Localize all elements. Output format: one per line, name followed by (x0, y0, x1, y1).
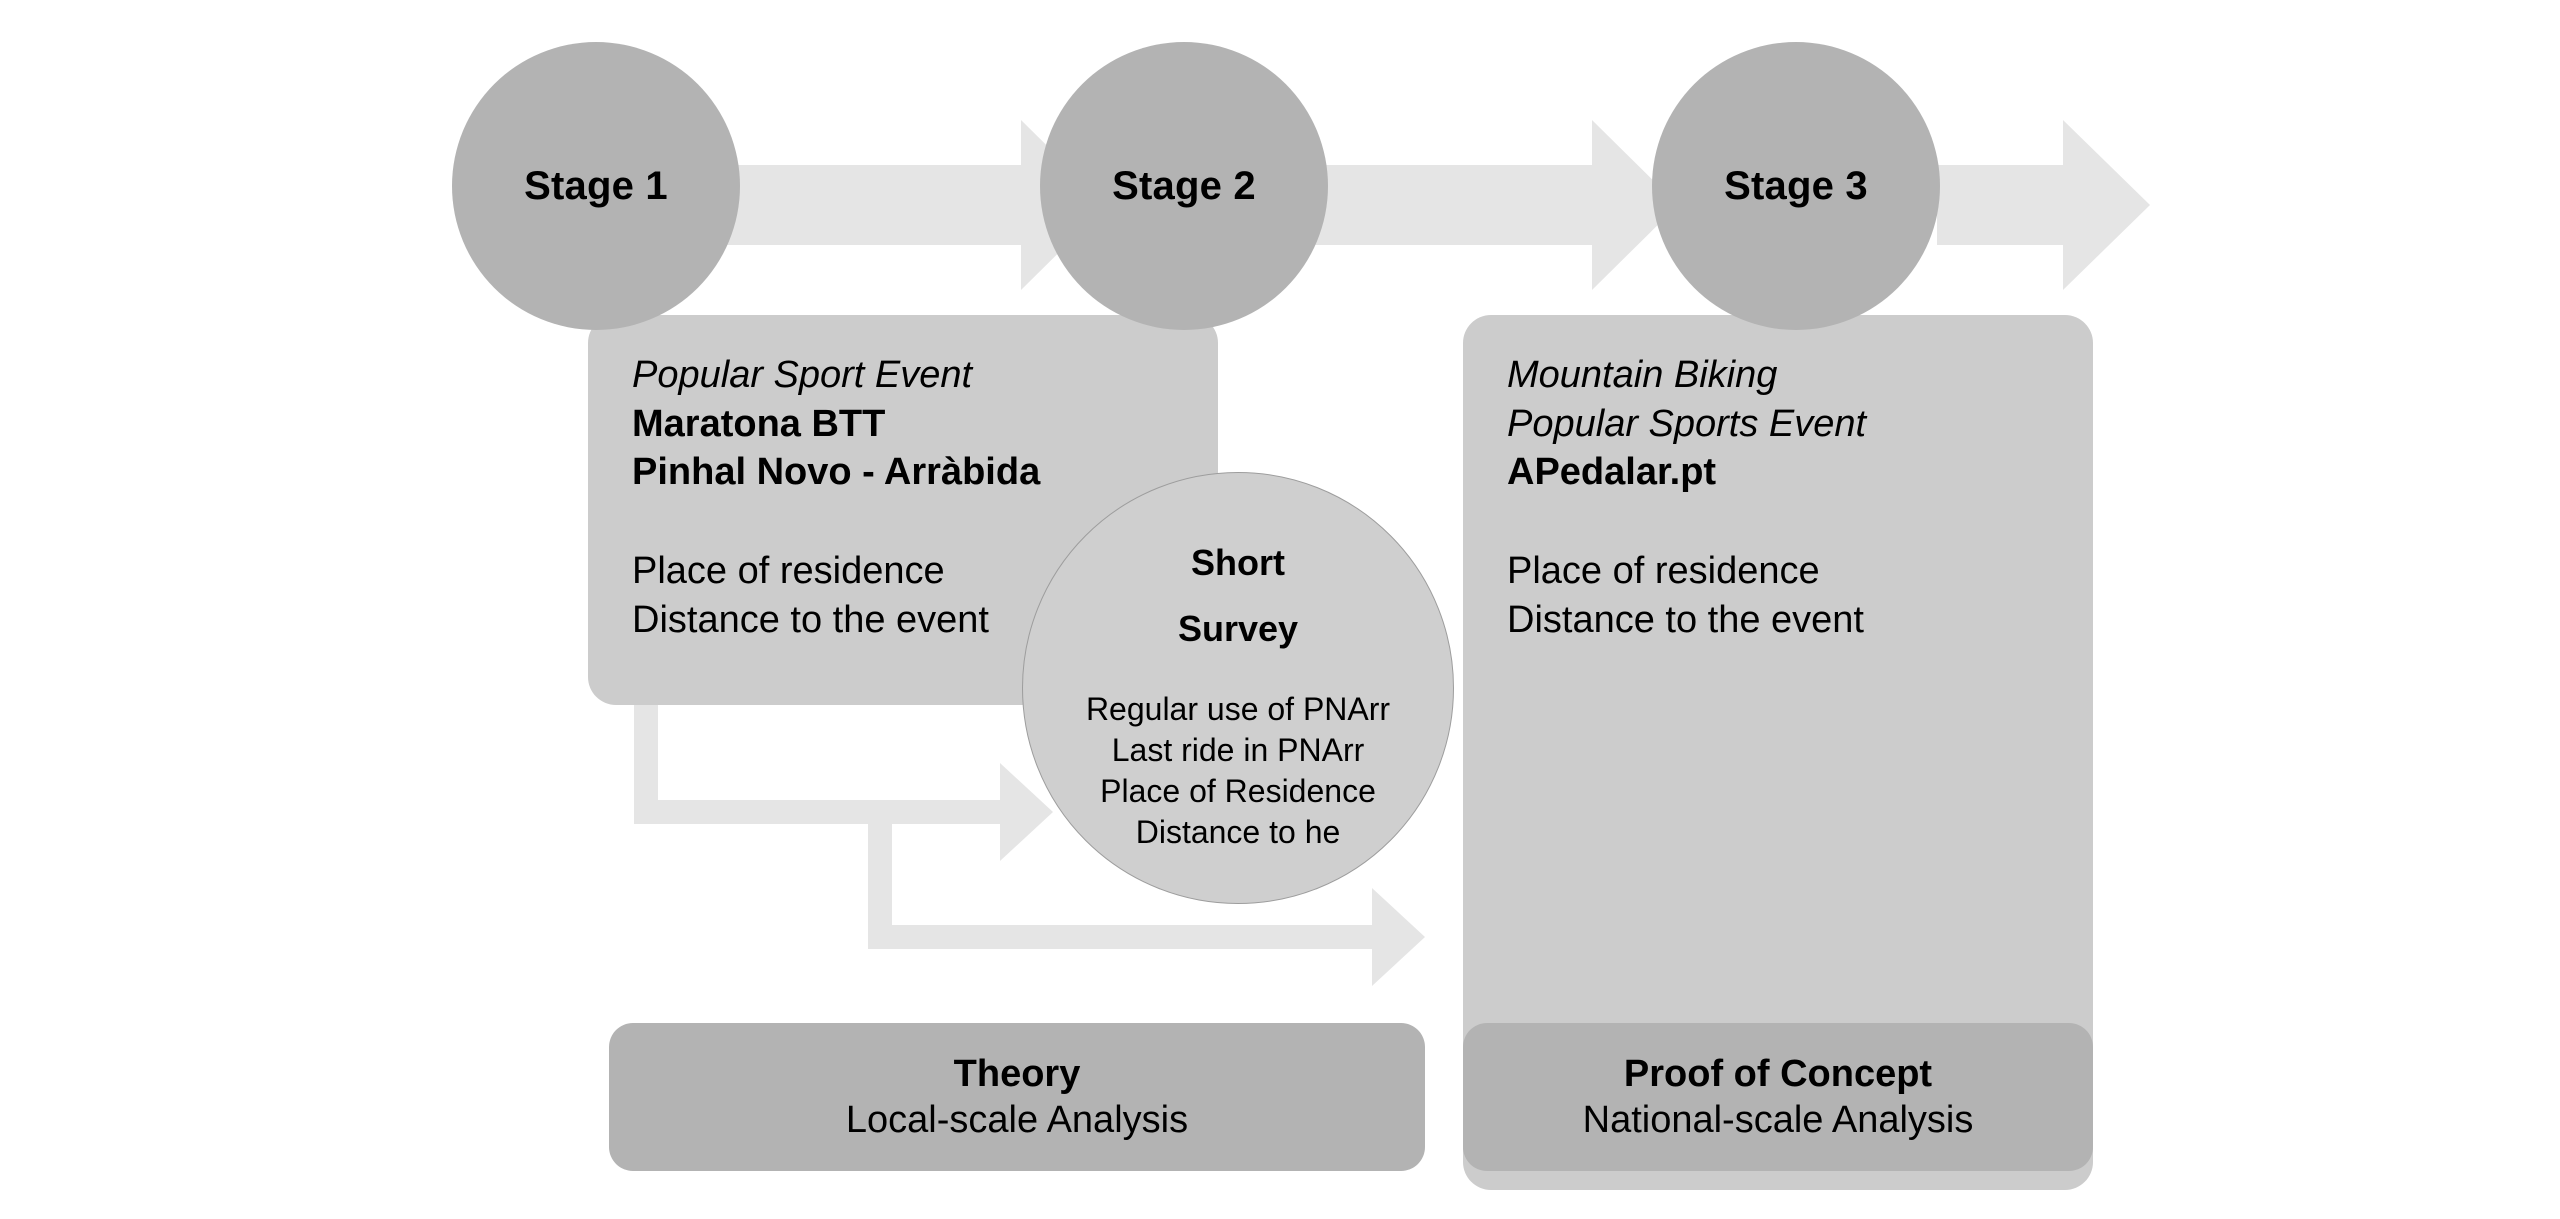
panel-stage-3-content: Mountain Biking Popular Sports Event APe… (1507, 351, 2063, 644)
survey-item-2: Last ride in PNArr (1111, 731, 1365, 768)
survey-title-line-2: Survey (1177, 608, 1299, 649)
footer-proof-title: Proof of Concept (1623, 1052, 1933, 1095)
arrow-elbow-lower (868, 824, 1425, 986)
survey-title-gap (1023, 581, 1453, 611)
stage-circle-3: Stage 3 (1652, 42, 1940, 330)
arrow-elbow-upper (634, 700, 1053, 861)
stage-2-label: Stage 2 (1112, 163, 1256, 208)
panel-stage-3-spacer (1507, 497, 2063, 547)
stage-circle-2: Stage 2 (1040, 42, 1328, 330)
panel-stage-3-body-2: Distance to the event (1507, 598, 1864, 641)
stage-circle-1: Stage 1 (452, 42, 740, 330)
panel-stage-3-heading-italic-2: Popular Sports Event (1507, 402, 1867, 445)
arrow-stage-3-right (1937, 120, 2150, 290)
survey-item-4: Distance to he (1135, 813, 1341, 850)
stage-1-label: Stage 1 (524, 163, 668, 208)
panel-stage-1-heading-bold-1: Maratona BTT (632, 402, 886, 445)
footer-theory-title: Theory (953, 1052, 1081, 1095)
survey-title-line-1: Short (1191, 542, 1285, 583)
panel-stage-1: Popular Sport Event Maratona BTT Pinhal … (588, 315, 1218, 705)
arrow-stage-1-right (695, 120, 1107, 290)
panel-stage-3-heading-italic-1: Mountain Biking (1507, 354, 1778, 396)
arrow-stage-2-right (1300, 120, 1678, 290)
panel-stage-3-heading-bold: APedalar.pt (1507, 451, 1717, 494)
footer-proof: Proof of Concept National-scale Analysis (1463, 1023, 2093, 1171)
stage-3-label: Stage 3 (1724, 163, 1868, 208)
panel-stage-1-heading-bold-2: Pinhal Novo - Arràbida (632, 451, 1041, 494)
footer-theory: Theory Local-scale Analysis (609, 1023, 1425, 1171)
footer-proof-subtitle: National-scale Analysis (1582, 1099, 1974, 1141)
survey-content: Short Survey Regular use of PNArr Last r… (1023, 545, 1453, 853)
panel-stage-1-heading-italic: Popular Sport Event (632, 354, 973, 396)
survey-item-1: Regular use of PNArr (1085, 691, 1391, 727)
survey-list-gap (1023, 647, 1453, 689)
panel-stage-1-body-1: Place of residence (632, 549, 945, 592)
panel-stage-1-body-2: Distance to the event (632, 598, 989, 641)
survey-item-3: Place of Residence (1100, 772, 1376, 809)
survey-circle: Short Survey Regular use of PNArr Last r… (1022, 472, 1454, 904)
panel-stage-1-content: Popular Sport Event Maratona BTT Pinhal … (632, 351, 1188, 644)
footer-theory-subtitle: Local-scale Analysis (845, 1099, 1189, 1141)
panel-stage-3-body-1: Place of residence (1507, 549, 1820, 592)
